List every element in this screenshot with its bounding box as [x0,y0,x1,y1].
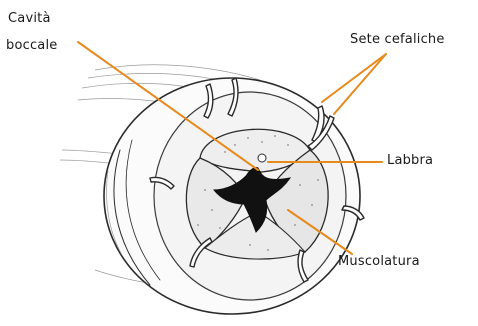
leader-sete-cefaliche-1 [322,54,386,102]
label-labbra: Labbra [387,153,433,168]
label-muscolatura: Muscolatura [338,254,420,269]
label-cavita-line2: boccale [6,38,57,53]
nematode-head-illustration [60,65,364,314]
label-cavita-line1: Cavità [8,11,51,26]
leader-sete-cefaliche-2 [334,54,386,114]
label-sete-cefaliche: Sete cefaliche [350,32,445,47]
